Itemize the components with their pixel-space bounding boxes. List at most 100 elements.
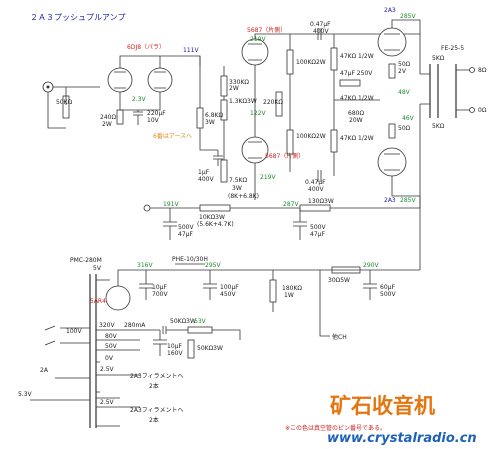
- label-v-46: 46V: [402, 115, 415, 122]
- schematic-title: ２Ａ３プッシュプルアンプ: [30, 13, 125, 22]
- label-r-8k: (8K+6.8K): [228, 193, 259, 200]
- label-to-ch: 他CH: [332, 333, 347, 341]
- tube-2a3-top: [377, 27, 407, 57]
- capacitor-100-450v: [203, 270, 217, 300]
- bplus-node: [143, 204, 151, 212]
- label-c-400v: 400V: [198, 176, 214, 183]
- capacitor-47-500v-a: [163, 208, 177, 240]
- resistor-47k-a: [330, 47, 338, 71]
- label-tube-2a3-top: 2A3: [384, 7, 396, 14]
- label-v-295: 295V: [205, 262, 221, 269]
- primary-taps: [30, 377, 90, 401]
- label-r-30: 30Ω5W: [328, 277, 350, 284]
- label-r-56k: (5.6K+4.7K): [197, 221, 234, 228]
- label-v-5v: 5V: [93, 265, 102, 272]
- tube-6dj8-electrodes: [114, 71, 166, 89]
- label-v-0: 0V: [105, 355, 114, 362]
- label-r-130: 130Ω3W: [308, 198, 334, 205]
- label-r-2w-b: 2W: [229, 85, 239, 92]
- plate-wire-6dj8: [119, 55, 201, 68]
- label-v-285a: 285V: [400, 13, 416, 20]
- label-v-122: 122V: [250, 110, 266, 117]
- label-v-191: 191V: [163, 201, 179, 208]
- label-out-8ohm: 8Ω: [478, 67, 487, 74]
- capacitor-10-160v: [153, 330, 167, 356]
- label-v-111: 111V: [183, 47, 199, 54]
- label-r-50: 50Ω: [398, 61, 411, 68]
- label-v-285b: 285V: [400, 197, 416, 204]
- capacitor-60-500v: [363, 270, 377, 300]
- label-v-287: 287V: [283, 201, 299, 208]
- resistor-50k-3w-b: [187, 339, 195, 359]
- label-c-500v: 500V: [178, 224, 194, 231]
- resistor-130-3w: [299, 204, 331, 212]
- inverter-wires: [254, 33, 420, 200]
- label-v-53b: 53V: [194, 318, 207, 325]
- label-r-330k: 330KΩ: [229, 79, 249, 86]
- label-c-450v: 450V: [220, 291, 236, 298]
- label-v-290: 290V: [363, 262, 379, 269]
- label-r-50b: 50Ω: [398, 125, 411, 132]
- output-transformer-cores: [429, 64, 457, 118]
- resistor-330k: [220, 75, 228, 97]
- output-transformer-leads: [420, 69, 470, 111]
- label-v-316: 316V: [137, 262, 153, 269]
- label-r-47k2: 47KΩ 1/2W: [340, 95, 374, 102]
- resistor-50-a: [388, 63, 396, 79]
- label-r-240: 240Ω: [100, 114, 116, 121]
- resistor-30-5w: [331, 266, 361, 274]
- label-c-10uf-b: 10μF: [167, 343, 182, 350]
- label-output-tf: FE-25-5: [441, 45, 464, 52]
- label-r-3w-c: 3W: [232, 185, 242, 192]
- secondary-taps: [96, 329, 140, 408]
- label-r-47k3: 47KΩ 1/2W: [340, 135, 374, 142]
- label-c-047a: 0.47μF: [310, 21, 331, 28]
- label-c-700v: 700V: [152, 291, 168, 298]
- label-fil-2: 2本: [149, 382, 159, 390]
- label-r-100k-b: 100KΩ2W: [296, 133, 326, 140]
- input-jack-center: [46, 85, 50, 89]
- label-r-50k3w: 50KΩ3W: [170, 318, 196, 325]
- inverter-bias-wires: [199, 66, 225, 160]
- label-c-47uf: 47μF 250V: [340, 70, 373, 77]
- label-v-100: 100V: [66, 328, 82, 335]
- label-v-53: 5.3V: [18, 391, 33, 398]
- label-r-20w: 20W: [349, 117, 363, 124]
- label-c-400va: 400V: [313, 28, 329, 35]
- label-c-1uf: 1μF: [198, 169, 210, 176]
- label-c-047b: 0.47μF: [305, 179, 326, 186]
- label-v-48: 48V: [398, 89, 411, 96]
- speaker-terminal-8: [469, 67, 475, 73]
- capacitor-220: [133, 110, 143, 125]
- label-v-219b: 219V: [260, 174, 276, 181]
- label-tube-5687-bot: 5687（片側）: [265, 152, 304, 160]
- label-v-80: 80V: [105, 333, 118, 340]
- label-r-1-3k: 1.3KΩ3W: [229, 98, 257, 105]
- label-v-2-5: 2.5V: [100, 366, 115, 373]
- label-v-50: 50V: [105, 343, 118, 350]
- filament-taps: [96, 391, 120, 427]
- label-pmc: PMC-280M: [70, 257, 102, 264]
- input-ground-wire: [47, 92, 66, 129]
- label-r-7-5k: 7.5KΩ: [229, 177, 247, 184]
- resistor-50k-3w-a: [187, 326, 213, 334]
- label-c-160v: 160V: [167, 350, 183, 357]
- label-c-47b: 47μF: [310, 231, 325, 238]
- rectifier-wires: [96, 269, 175, 286]
- label-c-500vc: 500V: [380, 291, 396, 298]
- label-fil-2a3-2: 2A3フィラメントへ: [130, 407, 183, 414]
- tube-5687-electrodes: [248, 43, 262, 159]
- label-v-2v: 2V: [398, 68, 407, 75]
- label-r-6-8k: 6.8KΩ: [205, 112, 223, 119]
- label-choke: PHE-10/30H: [172, 256, 208, 263]
- label-c-100uf: 100μF: [220, 284, 239, 291]
- resistor-7-5k: [220, 159, 228, 183]
- output-plate-wires: [391, 19, 421, 197]
- label-v-320: 320V: [99, 322, 115, 329]
- label-out-0ohm: 0Ω: [478, 107, 487, 114]
- resistor-240: [116, 109, 124, 125]
- label-r-220k: 220KΩ: [263, 99, 283, 106]
- resistor-47k-c: [330, 129, 338, 153]
